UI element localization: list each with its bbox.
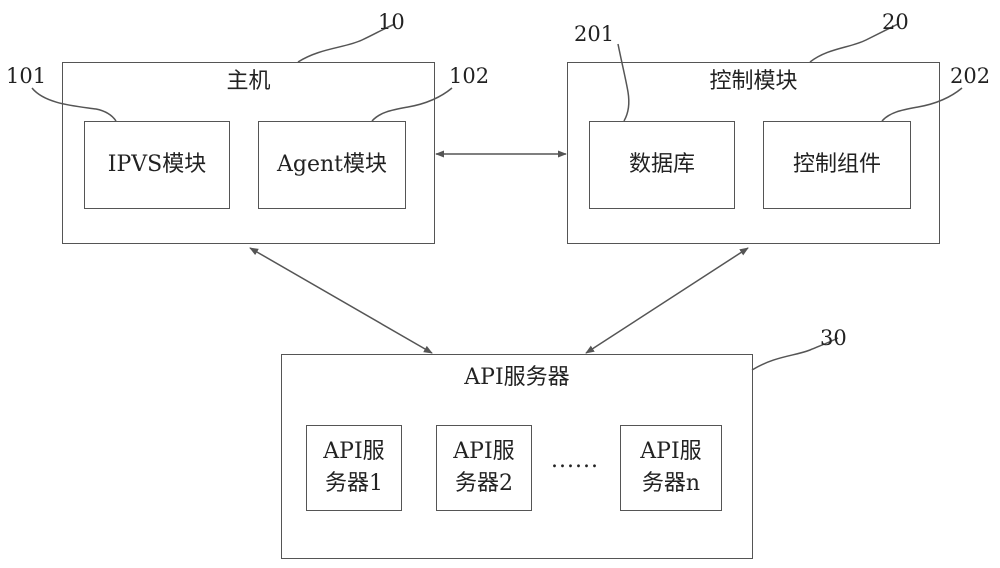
control-block: 控制模块 数据库 控制组件 xyxy=(567,62,940,244)
leader-line-10 xyxy=(297,23,396,63)
arrow-control-api xyxy=(585,247,749,354)
leader-line-101 xyxy=(31,87,117,122)
api-server-n-line2: 务器n xyxy=(641,471,701,496)
control-block-title: 控制模块 xyxy=(709,69,798,94)
api-server-1-line1: API服 xyxy=(323,439,385,464)
ref-label-102: 102 xyxy=(449,64,490,88)
api-server-2-box: API服 务器2 xyxy=(436,425,532,511)
api-server-2-line1: API服 xyxy=(453,439,515,464)
ref-label-30: 30 xyxy=(820,326,847,350)
ref-label-202: 202 xyxy=(950,64,991,88)
arrow-host-api xyxy=(249,247,433,354)
api-server-n-box: API服 务器n xyxy=(620,425,722,511)
ref-label-20: 20 xyxy=(882,10,909,34)
leader-line-20 xyxy=(809,23,899,63)
leader-line-202 xyxy=(881,87,963,122)
leader-line-201 xyxy=(617,43,630,122)
api-server-1-line2: 务器1 xyxy=(325,471,383,496)
database-box: 数据库 xyxy=(589,121,735,209)
api-server-ellipsis: ...... xyxy=(551,448,599,473)
ipvs-module-box: IPVS模块 xyxy=(84,121,230,209)
agent-module-box: Agent模块 xyxy=(258,121,406,209)
host-block: 主机 IPVS模块 Agent模块 xyxy=(62,62,435,244)
ref-label-201: 201 xyxy=(574,22,615,46)
ref-label-10: 10 xyxy=(378,10,405,34)
host-block-title: 主机 xyxy=(226,69,271,94)
api-server-1-box: API服 务器1 xyxy=(306,425,402,511)
api-server-block-title: API服务器 xyxy=(464,365,570,390)
ref-label-101: 101 xyxy=(6,64,47,88)
leader-line-102 xyxy=(371,87,453,122)
control-component-box: 控制组件 xyxy=(763,121,911,209)
api-server-block: API服务器 API服 务器1 API服 务器2 ...... API服 务器n xyxy=(281,354,753,559)
api-server-n-line1: API服 xyxy=(640,439,702,464)
leader-line-30 xyxy=(751,337,839,371)
api-server-2-line2: 务器2 xyxy=(455,471,513,496)
